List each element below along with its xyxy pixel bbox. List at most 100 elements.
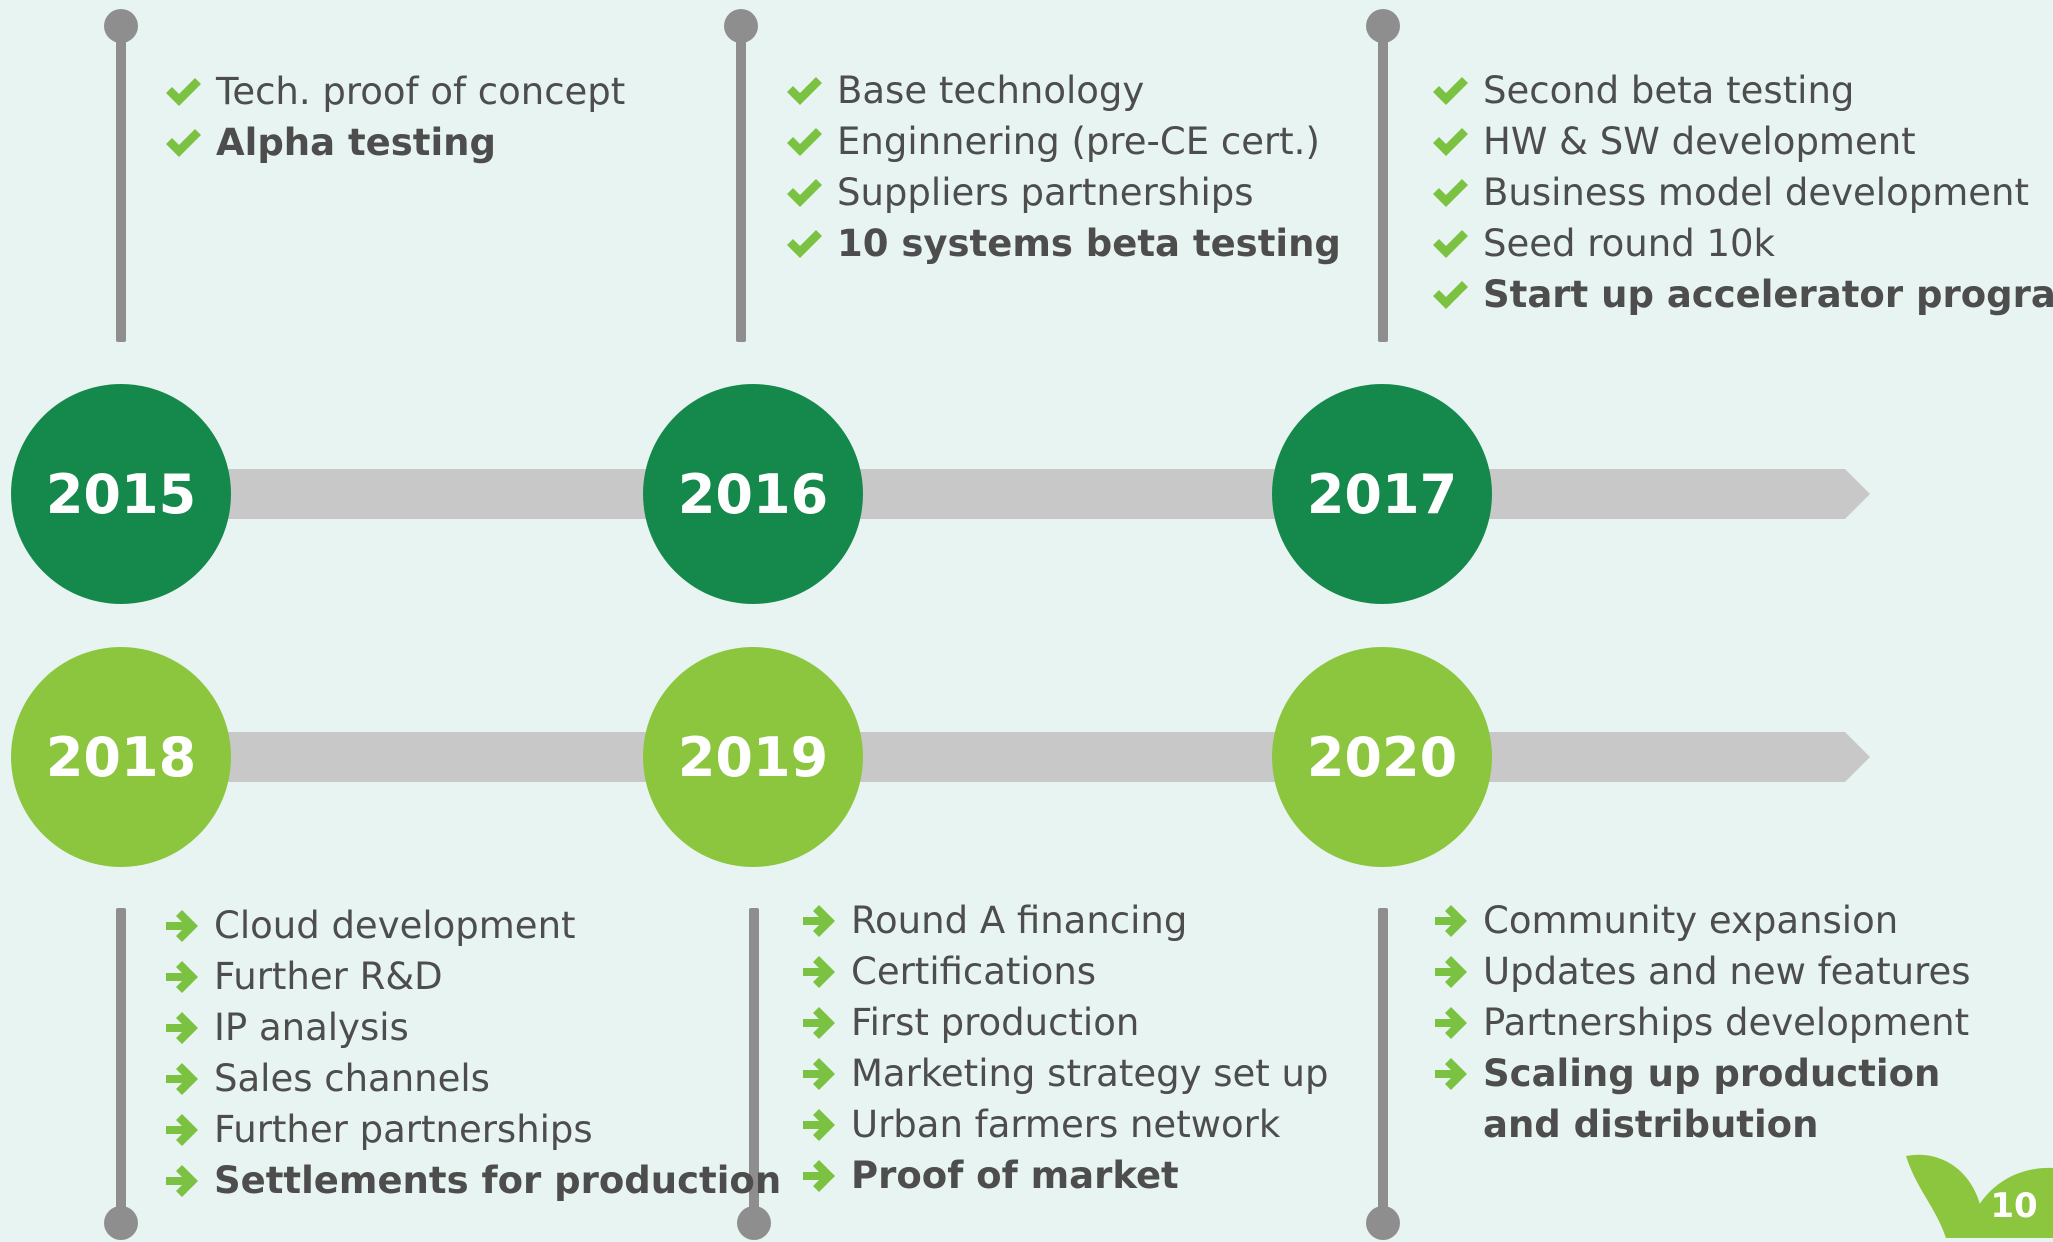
year-circle-2017: 2017	[1272, 384, 1492, 604]
milestone-item: HW & SW development	[1429, 116, 2053, 167]
milestone-text: and distribution	[1483, 1103, 1819, 1146]
arrow-right-icon	[160, 1104, 202, 1155]
milestone-item: Suppliers partnerships	[783, 167, 1341, 218]
milestone-text: Start up accelerator program	[1483, 273, 2053, 316]
milestone-text: Further R&D	[214, 955, 443, 998]
check-icon	[1429, 269, 1471, 320]
year-circle-2020: 2020	[1272, 647, 1492, 867]
milestone-item: Proof of market	[797, 1150, 1329, 1201]
milestone-item: Sales channels	[160, 1053, 781, 1104]
spacer	[1429, 1099, 1471, 1150]
milestone-text: Community expansion	[1483, 899, 1899, 942]
milestone-text: Tech. proof of concept	[216, 70, 626, 113]
milestone-text: IP analysis	[214, 1006, 409, 1049]
milestone-text: Seed round 10k	[1483, 222, 1775, 265]
milestone-item: Urban farmers network	[797, 1099, 1329, 1150]
stem-2019	[749, 908, 759, 1220]
arrow-right-icon	[797, 946, 839, 997]
milestone-item: 10 systems beta testing	[783, 218, 1341, 269]
arrow-right-icon	[797, 1048, 839, 1099]
milestone-text: Certifications	[851, 950, 1097, 993]
milestone-item: Round A financing	[797, 895, 1329, 946]
arrow-right-icon	[160, 900, 202, 951]
milestone-item: Seed round 10k	[1429, 218, 2053, 269]
milestone-item: Community expansion	[1429, 895, 1971, 946]
milestone-item: Further partnerships	[160, 1104, 781, 1155]
arrow-right-icon	[1429, 997, 1471, 1048]
milestone-text: Enginnering (pre-CE cert.)	[837, 120, 1320, 163]
stem-knob-2019	[737, 1206, 771, 1240]
milestone-text: Partnerships development	[1483, 1001, 1970, 1044]
milestone-text: Updates and new features	[1483, 950, 1971, 993]
year-circle-2019: 2019	[643, 647, 863, 867]
year-label: 2016	[677, 462, 829, 526]
milestone-item: Enginnering (pre-CE cert.)	[783, 116, 1341, 167]
check-icon	[783, 218, 825, 269]
milestone-item: Updates and new features	[1429, 946, 1971, 997]
milestone-text: Suppliers partnerships	[837, 171, 1254, 214]
milestone-item: Second beta testing	[1429, 65, 2053, 116]
milestone-text: Sales channels	[214, 1057, 490, 1100]
milestone-text: Cloud development	[214, 904, 576, 947]
stem-2018	[116, 908, 126, 1220]
stem-knob-2018	[104, 1206, 138, 1240]
check-icon	[1429, 218, 1471, 269]
year-label: 2019	[677, 725, 829, 789]
arrow-right-icon	[797, 997, 839, 1048]
arrow-right-icon	[1429, 1048, 1471, 1099]
milestone-item: Start up accelerator program	[1429, 269, 2053, 320]
stem-knob-2016	[724, 9, 758, 43]
milestone-item: Alpha testing	[162, 117, 625, 168]
check-icon	[162, 66, 204, 117]
milestone-item: and distribution	[1429, 1099, 1971, 1150]
milestone-text: Proof of market	[851, 1154, 1179, 1197]
milestone-text: First production	[851, 1001, 1140, 1044]
milestone-item: Settlements for production	[160, 1155, 781, 1206]
year-label: 2018	[45, 725, 197, 789]
milestone-text: Scaling up production	[1483, 1052, 1941, 1095]
check-icon	[783, 116, 825, 167]
check-icon	[1429, 167, 1471, 218]
year-circle-2016: 2016	[643, 384, 863, 604]
year-label: 2015	[45, 462, 197, 526]
milestone-text: Further partnerships	[214, 1108, 593, 1151]
milestone-text: Base technology	[837, 69, 1145, 112]
milestone-item: Marketing strategy set up	[797, 1048, 1329, 1099]
arrow-right-icon	[160, 1053, 202, 1104]
milestone-text: Business model development	[1483, 171, 2029, 214]
milestone-text: Second beta testing	[1483, 69, 1855, 112]
check-icon	[162, 117, 204, 168]
arrow-right-icon	[160, 951, 202, 1002]
year-label: 2017	[1306, 462, 1458, 526]
milestone-item: IP analysis	[160, 1002, 781, 1053]
milestone-text: Settlements for production	[214, 1159, 782, 1202]
milestone-text: Urban farmers network	[851, 1103, 1281, 1146]
stem-2017	[1378, 24, 1388, 342]
timeline-band-row2	[100, 732, 1870, 782]
arrow-right-icon	[1429, 946, 1471, 997]
check-icon	[1429, 65, 1471, 116]
arrow-right-icon	[797, 1150, 839, 1201]
leaf-icon	[1906, 1154, 1985, 1238]
milestone-text: Round A financing	[851, 899, 1188, 942]
stem-knob-2015	[104, 9, 138, 43]
check-icon	[1429, 116, 1471, 167]
check-icon	[783, 65, 825, 116]
year-circle-2018: 2018	[11, 647, 231, 867]
milestone-text: Marketing strategy set up	[851, 1052, 1329, 1095]
milestone-item: Further R&D	[160, 951, 781, 1002]
milestone-text: Alpha testing	[216, 121, 496, 164]
milestone-text: 10 systems beta testing	[837, 222, 1341, 265]
arrow-right-icon	[160, 1002, 202, 1053]
milestone-item: Tech. proof of concept	[162, 66, 625, 117]
arrow-right-icon	[1429, 895, 1471, 946]
milestone-item: Partnerships development	[1429, 997, 1971, 1048]
check-icon	[783, 167, 825, 218]
year-label: 2020	[1306, 725, 1458, 789]
